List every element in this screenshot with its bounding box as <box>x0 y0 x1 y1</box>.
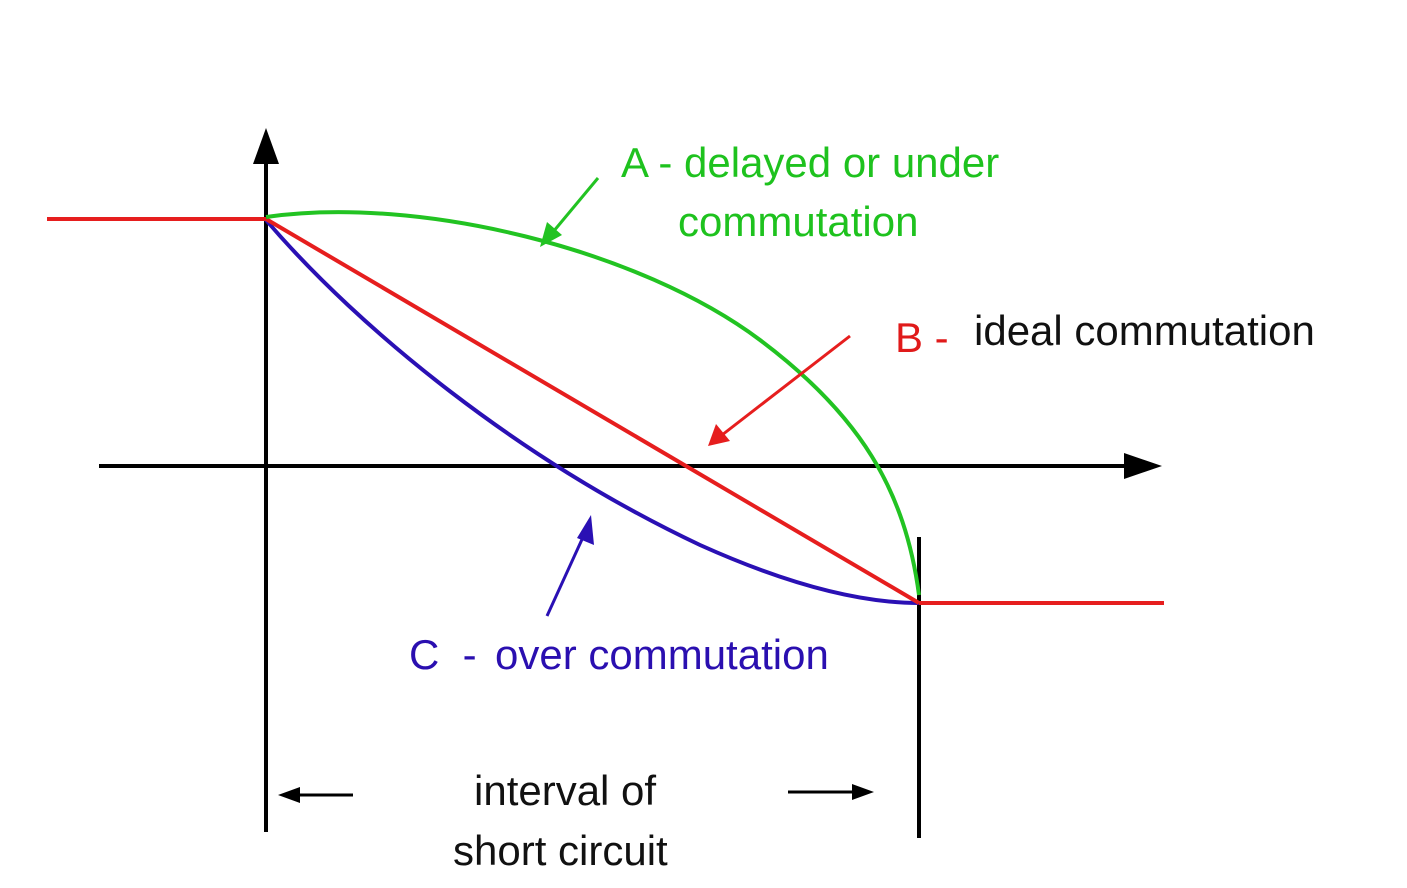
arrow-c-shaft <box>545 534 586 617</box>
arrow-b-shaft <box>721 334 851 437</box>
label-b-prefix: B - <box>895 314 949 361</box>
arrow-a-shaft <box>551 177 600 233</box>
label-c-text: over commutation <box>495 631 829 678</box>
interval-left-arrowhead-icon <box>278 787 300 803</box>
label-b-text: ideal commutation <box>974 307 1315 354</box>
label-interval-line2: short circuit <box>453 827 668 874</box>
arrow-a-head-icon <box>540 222 562 247</box>
curve-c-over-commutation <box>264 218 920 605</box>
y-axis-arrowhead-icon <box>253 128 279 164</box>
arrow-b-head-icon <box>708 424 730 446</box>
interval-right-arrowhead-icon <box>852 784 874 800</box>
curve-b-ideal-commutation <box>264 217 921 605</box>
label-c-prefix: C - <box>409 631 477 678</box>
label-a-line1: A - delayed or under <box>621 139 1000 186</box>
x-axis-arrowhead-icon <box>1124 453 1162 479</box>
curve-a-delayed-commutation <box>265 210 921 596</box>
label-interval-line1: interval of <box>474 767 657 814</box>
arrow-c-head-icon <box>577 515 594 545</box>
label-a-line2: commutation <box>678 198 919 245</box>
